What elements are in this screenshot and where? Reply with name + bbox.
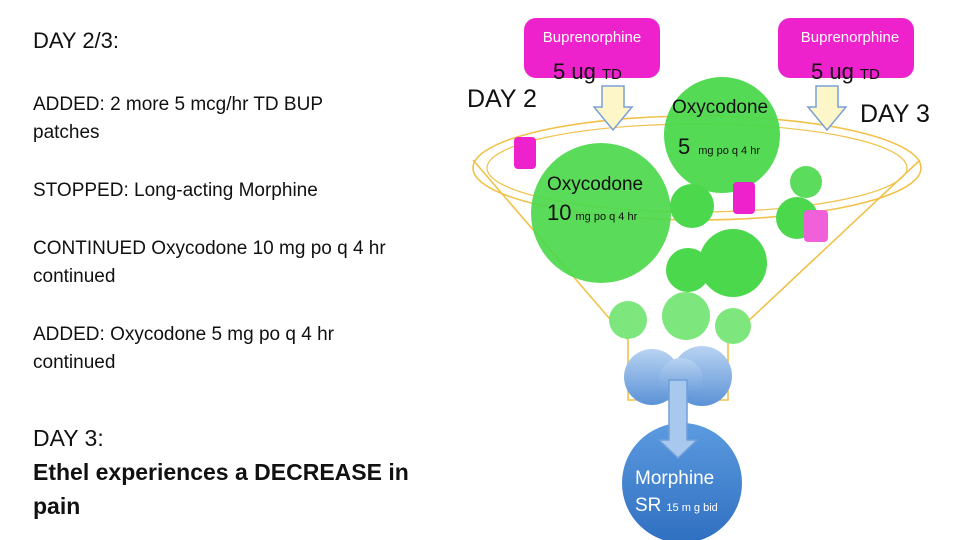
pill-small-8 <box>715 308 751 344</box>
oxycodone-10-name: Oxycodone <box>547 174 643 195</box>
buprenorphine-right-name: Buprenorphine <box>801 29 899 46</box>
day-3-label: DAY 3 <box>860 100 930 128</box>
patch-1 <box>514 137 536 169</box>
morphine-dose: SR <box>635 495 661 516</box>
pill-small-1 <box>670 184 714 228</box>
pill-small-5 <box>666 248 710 292</box>
oxycodone-5-dose: 5 <box>678 134 690 159</box>
patch-3 <box>804 210 828 242</box>
oxycodone-10-unit: mg po q 4 hr <box>575 211 637 223</box>
oxycodone-5-name: Oxycodone <box>672 97 768 118</box>
buprenorphine-left-name: Buprenorphine <box>543 29 641 46</box>
pill-small-7 <box>609 301 647 339</box>
pill-small-6 <box>662 292 710 340</box>
bup-left-unit: TD <box>602 66 622 83</box>
oxycodone-5-unit: mg po q 4 hr <box>698 145 760 157</box>
morphine-unit: 15 m g bid <box>666 502 717 514</box>
bup-left-arrow <box>594 86 632 130</box>
bup-left-dose: 5 ug <box>553 59 596 84</box>
morphine-name: Morphine <box>635 468 714 489</box>
pill-small-2 <box>790 166 822 198</box>
bup-right-unit: TD <box>860 66 880 83</box>
day-2-label: DAY 2 <box>467 85 537 113</box>
patch-2 <box>733 182 755 214</box>
pill-small-4 <box>699 229 767 297</box>
oxycodone-10-dose: 10 <box>547 200 571 225</box>
bup-right-dose: 5 ug <box>811 59 854 84</box>
